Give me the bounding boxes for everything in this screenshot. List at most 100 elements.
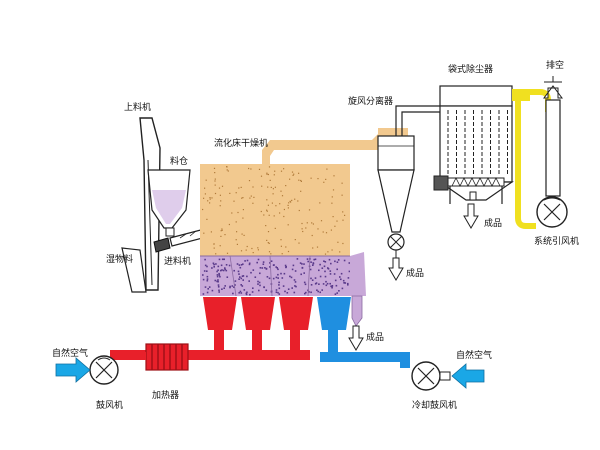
particle [348,270,351,273]
particle [241,285,244,287]
particle [298,242,300,244]
fluid-bed-dryer [200,128,408,297]
particle [206,279,209,282]
particle [304,292,306,295]
label-product-cyclone: 成品 [406,267,424,279]
arrow-down-icon [463,203,479,229]
particle [218,187,221,189]
cyclone-separator [377,120,415,258]
cold-air-plenum [317,297,351,352]
particle [252,287,254,289]
particle [269,266,271,268]
particle [339,251,341,253]
particle [238,292,240,294]
particle [235,239,237,241]
particle [221,229,223,231]
label-hopper: 料仓 [170,155,188,167]
label-product-bed: 成品 [366,331,384,343]
particle [301,267,304,269]
particle [206,278,209,280]
particle [310,277,312,280]
exhaust-duct [512,89,561,229]
particle [274,227,276,229]
particle [237,270,240,273]
particle [294,270,297,272]
particle [262,261,265,263]
particle [291,171,294,173]
particle [219,245,221,247]
particle [213,243,215,245]
particle [300,273,302,276]
particle [242,209,244,211]
particle [325,280,327,283]
particle [257,249,259,251]
screw-conveyor [433,175,505,201]
cooling-blower-fan-icon [411,361,451,391]
particle [217,286,220,288]
particle [334,279,337,282]
particle [248,180,251,182]
particle [288,202,290,204]
particle [279,212,281,214]
particle [347,277,350,279]
particle [273,174,275,176]
particle [314,277,317,279]
particle [242,275,245,277]
particle [316,246,319,248]
particle [281,253,283,255]
particle [275,289,278,291]
particle [343,282,345,284]
particle [305,227,307,229]
particle [268,214,270,216]
particle [318,269,320,272]
particle [267,173,269,176]
particle [312,223,314,225]
particle [245,293,248,296]
particle [324,253,327,255]
particle [266,210,268,212]
particle [207,200,209,202]
particle [238,273,240,275]
particle [334,260,336,263]
particle [216,275,219,278]
particle [311,279,314,281]
particle [280,190,282,192]
particle [305,291,307,294]
particle [330,285,332,288]
particle [250,168,252,170]
label-wet-material: 湿物料 [106,253,133,265]
particle [310,261,312,263]
particle [320,220,323,222]
particle [261,185,263,187]
particle [211,197,213,199]
label-feed-inlet: 进料机 [164,255,191,267]
particle [265,225,267,227]
particle [234,280,237,282]
system-fan-icon [536,196,568,228]
particle [257,283,259,285]
particle [316,289,318,291]
particle [325,284,328,287]
particle [238,187,240,189]
particle [210,231,212,233]
particle [250,271,252,274]
particle [272,264,275,266]
particle [287,250,290,253]
particle [209,197,211,199]
particle [311,234,313,237]
particle [214,180,216,182]
arrow-down-icon [348,325,364,351]
particle [347,282,349,285]
hot-air-plenum [203,297,313,350]
particle [224,268,226,271]
particle [225,269,228,272]
particle [220,230,222,232]
particle [295,285,297,288]
particle [251,247,253,250]
particle [248,262,251,265]
particle [311,222,313,224]
particle [287,224,289,226]
particle [323,260,325,262]
particle [221,269,223,271]
particle [342,219,344,221]
